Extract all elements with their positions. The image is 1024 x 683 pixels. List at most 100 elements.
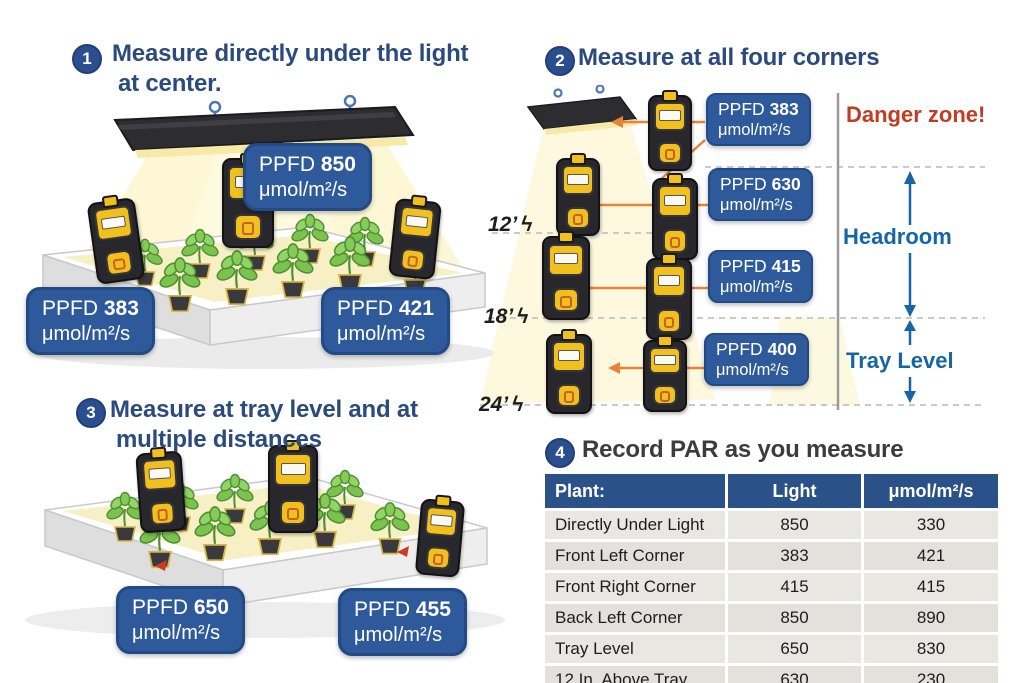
table-cell: Tray Level: [545, 635, 725, 663]
meter-buttons: [425, 546, 451, 570]
step-4-badge: 4: [545, 438, 575, 468]
meter-buttons: [279, 499, 307, 526]
ppfd-value: 383: [103, 297, 139, 320]
meter-buttons: [104, 249, 134, 276]
ppfd-label: PPFD: [259, 153, 316, 176]
ppfd-unit: μmol/m²/s: [718, 121, 791, 140]
ppfd-badge-corner-2: PPFD 630 μmol/m²/s: [708, 168, 813, 222]
table-cell: 850: [728, 604, 861, 632]
ppfd-value: 630: [771, 174, 801, 194]
distance-label-18: 18’ϟ: [484, 305, 528, 329]
table-cell: 12 In. Above Tray: [545, 666, 725, 683]
meter-buttons: [399, 247, 427, 272]
ppfd-unit: μmol/m²/s: [259, 178, 348, 201]
ppfd-label: PPFD: [720, 174, 767, 194]
table-cell: 890: [864, 604, 998, 632]
table-cell: 330: [864, 511, 998, 539]
meter-buttons: [656, 309, 682, 333]
meter-buttons: [662, 229, 688, 253]
table-cell: 630: [728, 666, 861, 683]
bolt-icon: ϟ: [521, 213, 533, 236]
meter-buttons: [556, 383, 582, 407]
danger-zone-label: Danger zone!: [846, 102, 986, 127]
ppfd-badge-corner-4: PPFD 400 μmol/m²/s: [704, 333, 809, 387]
ppfd-meter-icon: [268, 445, 318, 533]
table-cell: Front Left Corner: [545, 542, 725, 570]
bolt-icon: ϟ: [517, 305, 529, 328]
ppfd-badge-corner-1: PPFD 383 μmol/m²/s: [706, 93, 811, 147]
bolt-icon: ϟ: [512, 393, 524, 416]
meter-screen: [547, 243, 585, 276]
ppfd-value: 650: [193, 596, 229, 619]
section-4-title: Record PAR as you measure: [582, 436, 904, 463]
tray-level-label: Tray Level: [846, 348, 954, 373]
distance-value: 18’: [484, 305, 514, 328]
table-cell: Directly Under Light: [545, 511, 725, 539]
meter-screen: [651, 265, 687, 297]
meter-buttons: [149, 501, 176, 526]
ppfd-meter-icon: [643, 340, 687, 412]
ppfd-meter-icon: [542, 236, 590, 320]
ppfd-unit: μmol/m²/s: [716, 361, 789, 380]
meter-buttons: [234, 214, 262, 240]
section-3-title-line1: Measure at tray level and at: [110, 396, 418, 423]
table-cell: 230: [864, 666, 998, 683]
section-1-title-line1: Measure directly under the light: [112, 40, 469, 67]
headroom-label: Headroom: [843, 224, 952, 249]
ppfd-meter-icon: [652, 178, 698, 260]
table-cell: 830: [864, 635, 998, 663]
ppfd-label: PPFD: [42, 297, 99, 320]
table-cell: 383: [728, 542, 861, 570]
ppfd-value: 383: [769, 99, 799, 119]
ppfd-meter-icon: [135, 450, 187, 534]
meter-screen: [657, 185, 693, 217]
par-table: Plant: Light aeroties μmol/m²/s Directly…: [545, 474, 998, 683]
distance-label-24: 24’ϟ: [479, 393, 523, 417]
section-3-title-line2: multiple distances: [116, 426, 322, 453]
ppfd-meter-icon: [414, 498, 466, 578]
meter-buttons: [566, 206, 590, 229]
ppfd-badge-tray-level: PPFD 650 μmol/m²/s: [116, 586, 245, 654]
ppfd-unit: μmol/m²/s: [132, 621, 221, 644]
table-cell: 850: [728, 511, 861, 539]
ppfd-badge-corner-3: PPFD 415 μmol/m²/s: [708, 250, 813, 304]
ppfd-value: 421: [398, 297, 434, 320]
meter-screen: [561, 165, 595, 195]
ppfd-label: PPFD: [716, 339, 763, 359]
ppfd-label: PPFD: [132, 596, 189, 619]
meter-screen: [653, 102, 687, 131]
distance-value: 12’: [488, 213, 518, 236]
section-2-title: Measure at all four corners: [578, 44, 880, 71]
table-header-unit: μmol/m²/s: [864, 474, 998, 508]
ppfd-badge-front-right: PPFD 421 μmol/m²/s: [321, 287, 450, 355]
step-3-badge: 3: [76, 398, 106, 428]
table-cell: 421: [864, 542, 998, 570]
ppfd-meter-icon: [648, 95, 692, 171]
ppfd-meter-icon: [556, 158, 600, 236]
ppfd-unit: μmol/m²/s: [42, 322, 131, 345]
ppfd-unit: μmol/m²/s: [354, 623, 443, 646]
ppfd-unit: μmol/m²/s: [337, 322, 426, 345]
ppfd-badge-center: PPFD 850 μmol/m²/s: [243, 143, 372, 211]
ppfd-badge-front-left: PPFD 383 μmol/m²/s: [26, 287, 155, 355]
ppfd-meter-icon: [388, 197, 442, 281]
meter-screen: [551, 341, 587, 372]
table-cell: 650: [728, 635, 861, 663]
meter-buttons: [553, 288, 579, 313]
step-1-badge: 1: [72, 44, 102, 74]
ppfd-label: PPFD: [354, 598, 411, 621]
meter-screen: [141, 458, 179, 491]
meter-screen: [274, 452, 312, 487]
meter-buttons: [658, 142, 682, 164]
table-cell: Back Left Corner: [545, 604, 725, 632]
distance-value: 24’: [479, 393, 509, 416]
ppfd-value: 415: [771, 256, 801, 276]
table-header-plant: Plant:: [545, 474, 725, 508]
ppfd-label: PPFD: [337, 297, 394, 320]
table-cell: Front Right Corner: [545, 573, 725, 601]
table-cell: 415: [864, 573, 998, 601]
ppfd-value: 400: [767, 339, 797, 359]
ppfd-unit: μmol/m²/s: [720, 196, 793, 215]
ppfd-value: 850: [320, 153, 356, 176]
meter-screen: [648, 346, 682, 374]
